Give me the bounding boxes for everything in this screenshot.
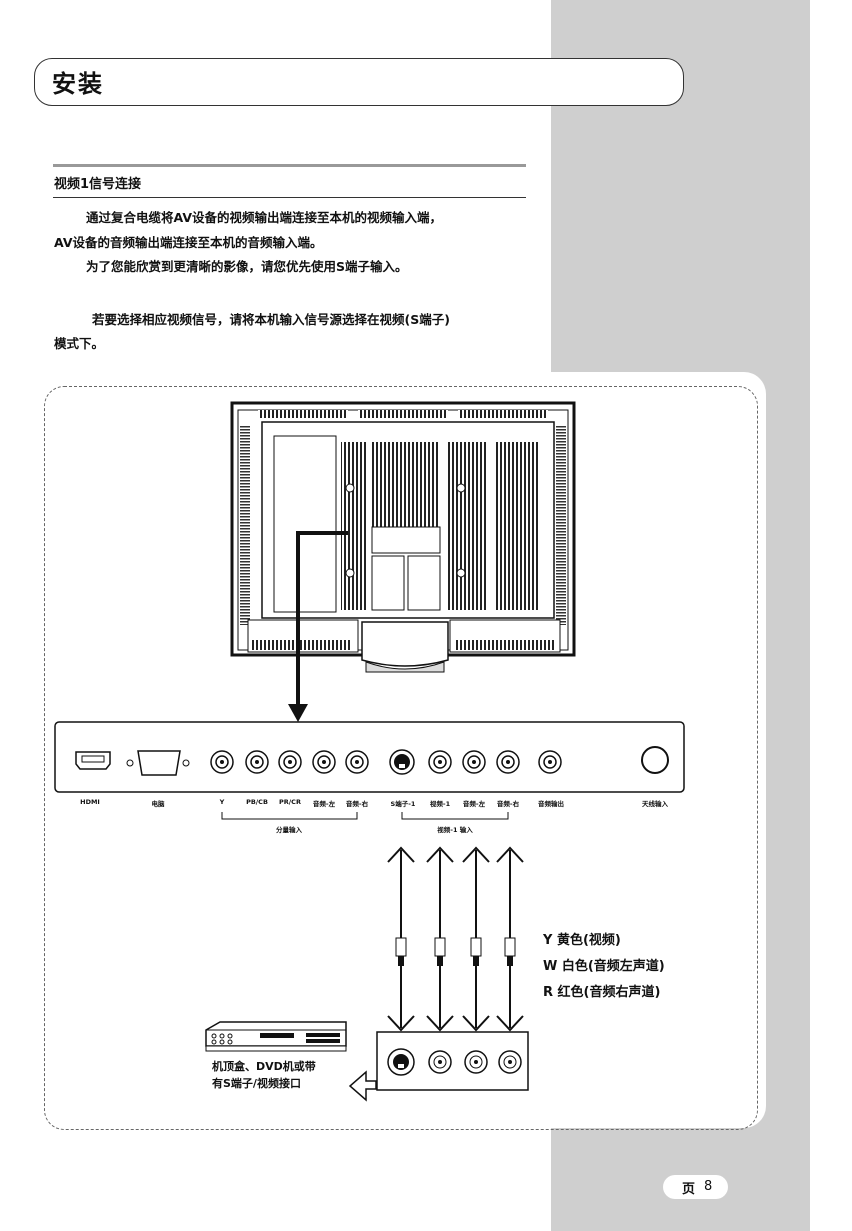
legend-yellow-video: Y 黄色(视频) [543,933,621,948]
rca-jack-y [210,750,234,774]
subsection-underline [53,197,526,198]
s-video-jack [389,749,415,775]
group-brackets [221,812,509,820]
section-heading: 安装 [52,69,104,98]
label-component-group: 分量输入 [276,826,302,834]
device-caption-line-2: 有S端子/视频接口 [212,1077,301,1090]
rca-jack-pb [245,750,269,774]
device-arrow [348,1070,377,1102]
device-caption-line-1: 机顶盒、DVD机或带 [212,1060,316,1073]
page-label: 页 [682,1182,696,1197]
subsection-title: 视频1信号连接 [54,177,142,192]
rca-jack-video1-audio-r [496,750,520,774]
rca-jack-comp-audio-r [345,750,369,774]
antenna-jack [641,746,669,774]
legend-white-audio-left: W 白色(音频左声道) [543,959,665,974]
label-s-video: S端子-1 [390,800,416,808]
label-video-1: 视频-1 [429,800,451,808]
device-output-panel [376,1031,529,1091]
label-video1-group: 视频-1 输入 [437,826,473,834]
label-pb-cb: PB/CB [246,798,268,806]
tv-to-panel-arrow [288,531,348,722]
label-component-audio-left: 音频-左 [312,800,336,808]
diagram-dashed-frame [44,386,758,1130]
label-hdmi: HDMI [80,798,100,806]
label-pr-cr: PR/CR [279,798,301,806]
rca-jack-video-1 [428,750,452,774]
rca-jack-comp-audio-l [312,750,336,774]
paragraph-3-line-2: 模式下。 [54,336,105,351]
cable-plugs [395,937,516,966]
page-number: 8 [704,1179,713,1194]
paragraph-1-line-1: 通过复合电缆将AV设备的视频输出端连接至本机的视频输入端， [86,210,443,225]
paragraph-1-line-2: AV设备的音频输出端连接至本机的音频输入端。 [54,235,323,250]
label-video1-audio-left: 音频-左 [462,800,486,808]
section-heading-frame [34,58,684,106]
tv-rear-view [230,401,576,673]
rca-jack-audio-out [538,750,562,774]
paragraph-3-line-1: 若要选择相应视频信号，请将本机输入信号源选择在视频(S端子) [92,312,450,327]
label-antenna: 天线输入 [642,800,668,808]
page-number-badge [663,1175,728,1199]
legend-red-audio-right: R 红色(音频右声道) [543,985,661,1000]
label-y: Y [219,798,225,806]
paragraph-2: 为了您能欣赏到更清晰的影像，请您优先使用S端子输入。 [86,259,408,274]
subsection-top-rule [53,164,526,167]
rca-jack-pr [278,750,302,774]
label-video1-audio-right: 音频-右 [496,800,520,808]
label-audio-out: 音频输出 [538,800,564,808]
rca-jack-video1-audio-l [462,750,486,774]
cable-arrows [387,846,524,1032]
dvd-player-icon [205,1021,347,1052]
label-component-audio-right: 音频-右 [345,800,369,808]
input-panel [54,721,685,793]
label-pc: 电脑 [151,800,165,808]
